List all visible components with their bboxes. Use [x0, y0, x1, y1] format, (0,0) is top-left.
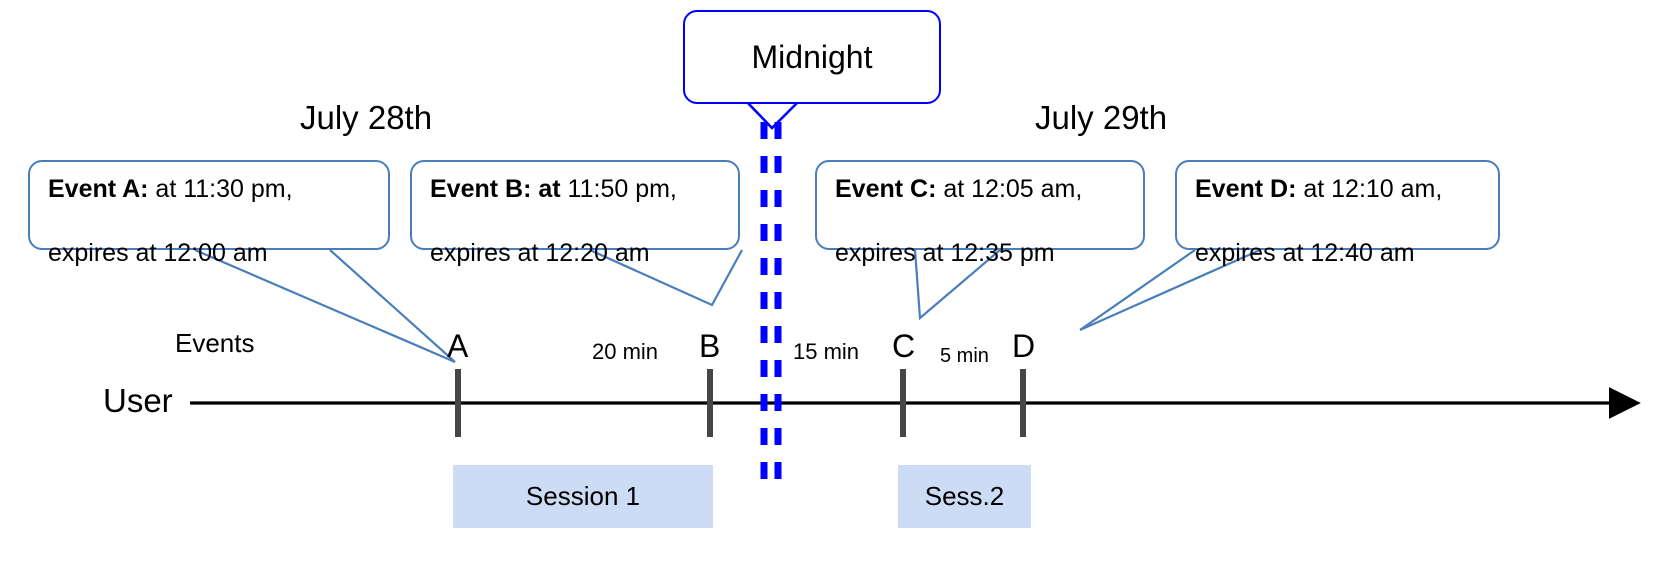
leader-line-event-b	[589, 248, 743, 307]
user-row-label: User	[103, 382, 173, 420]
leader-line-event-c	[913, 249, 1001, 321]
date-july-28: July 28th	[300, 99, 432, 137]
event-label-d: D	[1012, 328, 1035, 365]
callout-event-b-rest: 11:50 pm,	[560, 175, 677, 203]
callout-event-a-bold: Event A:	[48, 175, 149, 203]
callout-event-d-text: Event D: at 12:10 am, expires at 12:40 a…	[1195, 141, 1442, 269]
midnight-callout-tail	[744, 99, 801, 130]
gap-a-b-text: 20 min	[592, 339, 659, 364]
session-box-1-label: Session 1	[525, 481, 641, 511]
gap-b-c-text: 15 min	[793, 339, 860, 364]
callout-event-b-text: Event B: at 11:50 pm, expires at 12:20 a…	[430, 141, 677, 269]
date-july-28-label: July 28th	[300, 99, 433, 136]
event-label-d-text: D	[1012, 328, 1036, 364]
callout-event-b: Event B: at 11:50 pm, expires at 12:20 a…	[410, 160, 740, 267]
events-row-label-text: Events	[175, 328, 255, 358]
event-label-a: A	[447, 328, 468, 365]
callout-event-c-rest: at 12:05 am,	[936, 175, 1083, 203]
session-box-2: Sess.2	[898, 465, 1031, 528]
callout-event-d-bold: Event D:	[1195, 175, 1297, 203]
callout-event-c-text: Event C: at 12:05 am, expires at 12:35 p…	[835, 141, 1082, 269]
date-july-29: July 29th	[1035, 99, 1167, 137]
callout-event-a: Event A: at 11:30 pm, expires at 12:00 a…	[28, 160, 390, 267]
event-label-c: C	[892, 328, 915, 365]
midnight-callout: Midnight	[683, 10, 941, 104]
callout-event-b-bold: Event B: at	[430, 175, 561, 203]
gap-c-d-text: 5 min	[940, 345, 989, 367]
leader-line-event-a	[194, 248, 456, 364]
event-label-b-text: B	[699, 328, 721, 364]
session-box-1: Session 1	[453, 465, 713, 528]
event-label-c-text: C	[892, 328, 916, 364]
midnight-divider-line	[760, 122, 782, 480]
leader-line-event-d	[1079, 248, 1261, 332]
callout-event-d: Event D: at 12:10 am, expires at 12:40 a…	[1175, 160, 1500, 267]
user-row-label-text: User	[103, 382, 173, 419]
gap-a-b: 20 min	[592, 339, 658, 365]
callout-event-c-line2: expires at 12:35 pm	[835, 239, 1055, 267]
events-row-label: Events	[175, 328, 255, 359]
event-label-a-text: A	[447, 328, 469, 364]
callout-event-a-rest: at 11:30 pm,	[148, 175, 293, 203]
callout-event-c-bold: Event C:	[835, 175, 937, 203]
gap-b-c: 15 min	[793, 339, 859, 365]
callout-event-a-text: Event A: at 11:30 pm, expires at 12:00 a…	[48, 141, 293, 269]
date-july-29-label: July 29th	[1035, 99, 1168, 136]
gap-c-d: 5 min	[940, 345, 989, 368]
callout-event-c: Event C: at 12:05 am, expires at 12:35 p…	[815, 160, 1145, 267]
callout-event-b-line2: expires at 12:20 am	[430, 239, 650, 267]
session-box-2-label: Sess.2	[924, 481, 1005, 511]
event-label-b: B	[699, 328, 720, 365]
callout-event-d-line2: expires at 12:40 am	[1195, 239, 1415, 267]
callout-event-a-line2: expires at 12:00 am	[48, 239, 268, 267]
callout-event-d-rest: at 12:10 am,	[1296, 175, 1443, 203]
midnight-callout-label: Midnight	[751, 38, 873, 75]
